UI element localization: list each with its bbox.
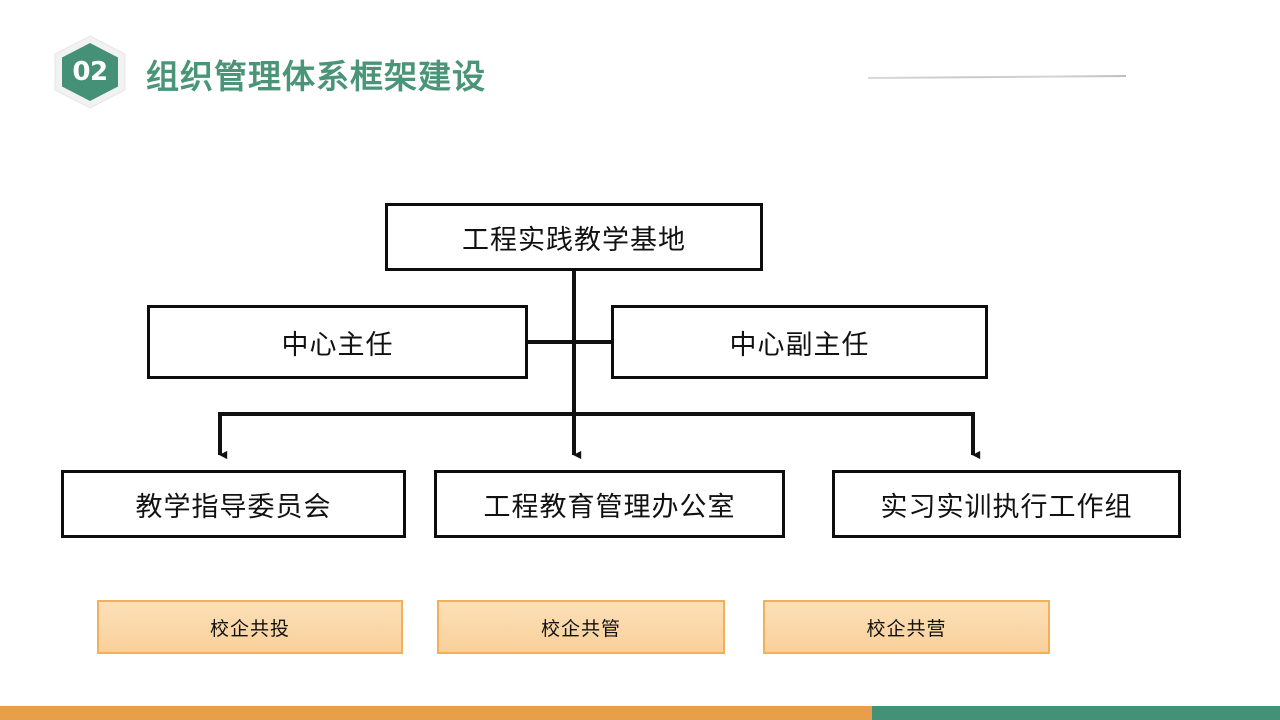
chip-joint-management[interactable]: 校企共管	[437, 600, 725, 654]
chip-joint-operation[interactable]: 校企共营	[763, 600, 1050, 654]
org-node-center-deputy-director[interactable]: 中心副主任	[611, 305, 988, 379]
org-node-root[interactable]: 工程实践教学基地	[385, 203, 763, 271]
chip-joint-investment[interactable]: 校企共投	[97, 600, 403, 654]
org-node-center-director[interactable]: 中心主任	[147, 305, 528, 379]
org-node-internship-working-group[interactable]: 实习实训执行工作组	[832, 470, 1181, 538]
org-node-teaching-committee[interactable]: 教学指导委员会	[61, 470, 406, 538]
org-node-education-management-office[interactable]: 工程教育管理办公室	[434, 470, 785, 538]
page-title: 组织管理体系框架建设	[146, 57, 486, 96]
footer-bar-teal	[872, 706, 1280, 720]
footer-bar-orange	[0, 706, 872, 720]
